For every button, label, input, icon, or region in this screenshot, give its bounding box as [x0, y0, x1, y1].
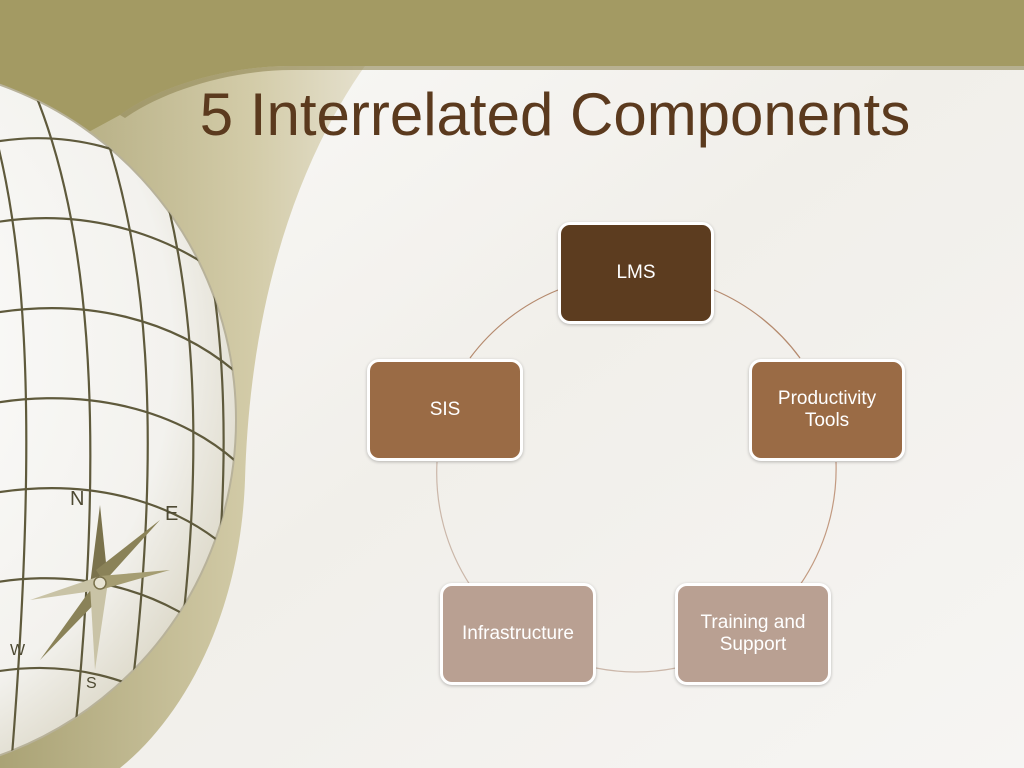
svg-text:W: W [10, 642, 26, 659]
compass-rose-icon: N E W S [10, 488, 178, 692]
cycle-node-label: Productivity Tools [777, 388, 877, 431]
cycle-node-infrastructure: Infrastructure [440, 583, 596, 685]
svg-text:E: E [165, 503, 178, 525]
cycle-connectors [436, 289, 837, 673]
globe-graphic: N E W S [0, 64, 237, 768]
cycle-node-sis: SIS [367, 359, 523, 461]
cycle-node-label: Infrastructure [462, 623, 574, 644]
cycle-node-training-and-support: Training and Support [675, 583, 831, 685]
cycle-node-label: LMS [616, 262, 656, 283]
svg-text:S: S [86, 675, 97, 692]
cycle-node-label: SIS [429, 399, 461, 420]
slide-title: 5 Interrelated Components [199, 81, 911, 148]
cycle-node-lms: LMS [558, 222, 714, 324]
cycle-node-label: Training and Support [700, 612, 806, 655]
cycle-node-productivity-tools: Productivity Tools [749, 359, 905, 461]
svg-text:N: N [70, 488, 84, 510]
